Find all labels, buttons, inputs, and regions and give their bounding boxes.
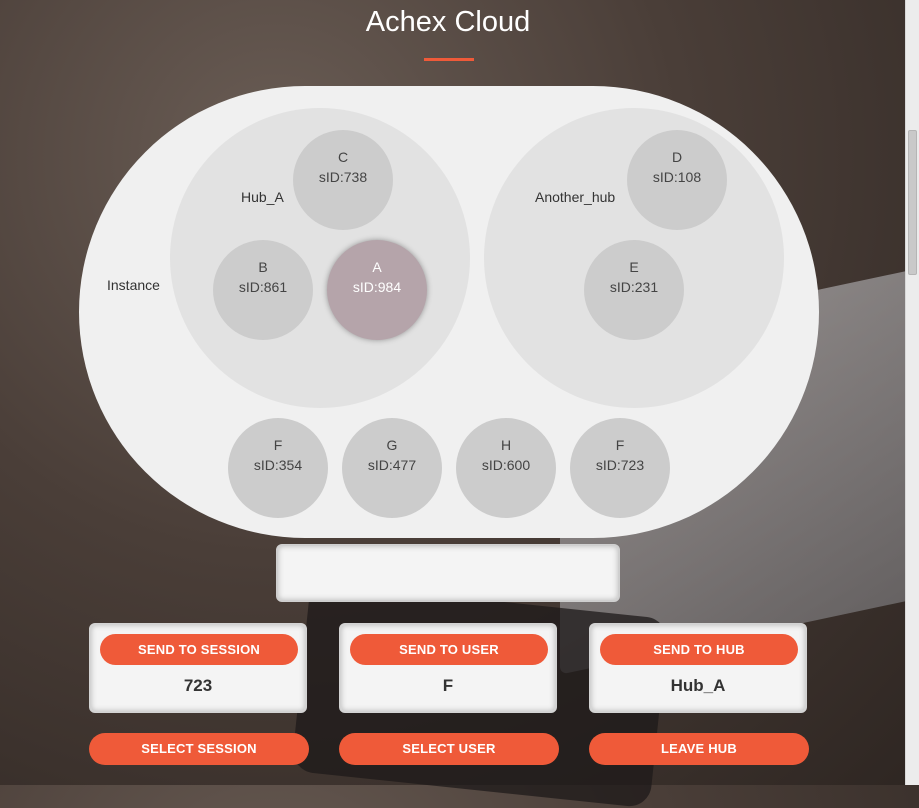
node-sid: sID:231 [609, 279, 659, 295]
session-node-f-354[interactable]: F sID:354 [228, 418, 328, 518]
node-name: F [273, 437, 283, 453]
node-name: C [337, 149, 349, 165]
title-underline [424, 58, 474, 61]
select-session-button[interactable]: SELECT SESSION [89, 733, 309, 765]
instance-label: Instance [107, 277, 160, 293]
selected-session-value: 723 [183, 676, 213, 695]
node-name: G [386, 437, 398, 453]
scrollbar-thumb[interactable] [908, 130, 917, 275]
session-node-f-723[interactable]: F sID:723 [570, 418, 670, 518]
selected-user-value: F [442, 676, 454, 695]
select-user-button[interactable]: SELECT USER [339, 733, 559, 765]
node-sid: sID:738 [318, 169, 368, 185]
node-name: E [629, 259, 639, 275]
hub-a-label: Hub_A [241, 189, 284, 205]
page-title: Achex Cloud [365, 6, 531, 38]
send-to-session-button[interactable]: SEND TO SESSION [100, 634, 298, 665]
session-node-g[interactable]: G sID:477 [342, 418, 442, 518]
selected-hub-value: Hub_A [670, 676, 726, 695]
node-name: H [500, 437, 512, 453]
leave-hub-button[interactable]: LEAVE HUB [589, 733, 809, 765]
node-sid: sID:108 [652, 169, 702, 185]
hub-a[interactable]: Hub_A C sID:738 B sID:861 A sID:984 [170, 108, 470, 408]
session-node-e[interactable]: E sID:231 [584, 240, 684, 340]
node-sid: sID:984 [352, 279, 402, 295]
session-node-c[interactable]: C sID:738 [293, 130, 393, 230]
another-hub-label: Another_hub [535, 189, 616, 205]
send-to-user-button[interactable]: SEND TO USER [350, 634, 548, 665]
message-input[interactable] [276, 544, 620, 602]
vertical-scrollbar[interactable] [905, 0, 919, 785]
session-node-a-selected[interactable]: A sID:984 [327, 240, 427, 340]
hub-card: SEND TO HUB Hub_A [589, 623, 807, 713]
node-name: F [615, 437, 625, 453]
node-name: B [258, 259, 268, 275]
user-card: SEND TO USER F [339, 623, 557, 713]
node-name: A [372, 259, 382, 275]
node-name: D [671, 149, 683, 165]
session-card: SEND TO SESSION 723 [89, 623, 307, 713]
session-node-h[interactable]: H sID:600 [456, 418, 556, 518]
session-node-b[interactable]: B sID:861 [213, 240, 313, 340]
node-sid: sID:861 [238, 279, 288, 295]
send-to-hub-button[interactable]: SEND TO HUB [600, 634, 798, 665]
instance-container: Instance Hub_A C sID:738 B sID:861 A sID… [79, 86, 819, 538]
node-sid: sID:723 [595, 457, 645, 473]
node-sid: sID:354 [253, 457, 303, 473]
node-sid: sID:600 [481, 457, 531, 473]
node-sid: sID:477 [367, 457, 417, 473]
another-hub[interactable]: Another_hub D sID:108 E sID:231 [484, 108, 784, 408]
session-node-d[interactable]: D sID:108 [627, 130, 727, 230]
